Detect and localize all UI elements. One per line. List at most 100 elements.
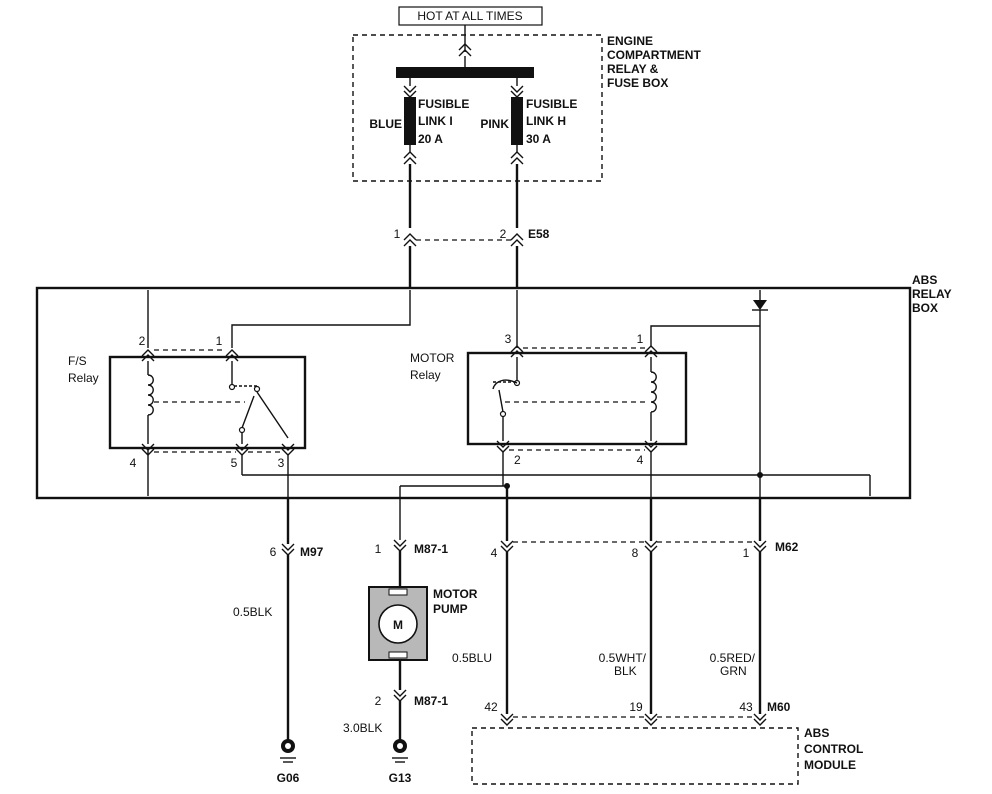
fs-pin-3: 3 (278, 456, 285, 470)
abs-module-title-3: MODULE (804, 758, 856, 772)
fs-pin-2: 2 (139, 334, 146, 348)
m87-name-bottom: M87-1 (414, 694, 448, 708)
e58-pin1-connector-icon (403, 233, 417, 247)
fusible-link-i (404, 97, 416, 145)
wire-m62-8-line2: BLK (614, 664, 637, 678)
e58-pin-2: 2 (500, 227, 507, 241)
link-i-top-connector-icon (403, 85, 417, 98)
motor-icon (378, 604, 418, 644)
e58-name: E58 (528, 227, 550, 241)
motor-relay-label-1: MOTOR (410, 351, 455, 365)
wire-m62-1-line2: GRN (720, 664, 747, 678)
fs-pin-4: 4 (130, 456, 137, 470)
wire-m62-1-line1: 0.5RED/ (710, 651, 756, 665)
motor-switch-icon (498, 389, 504, 413)
hot-at-all-times-label: HOT AT ALL TIMES (417, 9, 522, 23)
fuse-bus-bar (396, 67, 534, 78)
link-h-name-1: FUSIBLE (526, 97, 577, 111)
m87-name-top: M87-1 (414, 542, 448, 556)
wire-m62-4: 0.5BLU (452, 651, 492, 665)
m60-pin-43: 43 (739, 700, 753, 714)
link-i-name-1: FUSIBLE (418, 97, 469, 111)
motor-relay-label-2: Relay (410, 368, 441, 382)
motor-pin-3: 3 (505, 332, 512, 346)
link-i-rating: 20 A (418, 132, 443, 146)
motor-pin-4: 4 (637, 453, 644, 467)
hot-connector-icon (458, 43, 472, 57)
relay-box-title-1: ABS (912, 273, 937, 287)
fs-coil-icon (147, 374, 154, 416)
link-i-bottom-connector-icon (403, 151, 417, 165)
m97-connector-icon (281, 543, 295, 556)
fuse-box-title-2: COMPARTMENT (607, 48, 701, 62)
m87-pin-2: 2 (375, 694, 382, 708)
fuse-box-title-4: FUSE BOX (607, 76, 668, 90)
m60-pin42-connector-icon (500, 713, 514, 726)
fuse-box-title-3: RELAY & (607, 62, 659, 76)
link-h-name-2: LINK H (526, 114, 566, 128)
m97-name: M97 (300, 545, 324, 559)
m62-pin-8: 8 (632, 546, 639, 560)
fs-pin5-connector-icon (235, 443, 249, 456)
m87-pin1-connector-icon (393, 539, 407, 552)
e58-pin-1: 1 (394, 227, 401, 241)
motor-coil-icon (650, 371, 657, 413)
abs-control-module (471, 727, 799, 785)
fs-pin3-connector-icon (281, 443, 295, 456)
m60-pin43-connector-icon (753, 713, 767, 726)
motor-pin-1: 1 (637, 332, 644, 346)
abs-module-title-1: ABS (804, 726, 829, 740)
motor-pin3-connector-icon (510, 345, 524, 358)
fusible-link-h (511, 97, 523, 145)
m62-name: M62 (775, 540, 799, 554)
m60-pin-19: 19 (629, 700, 643, 714)
m62-pin-1: 1 (743, 546, 750, 560)
link-h-top-connector-icon (510, 85, 524, 98)
fs-pin2-connector-icon (141, 349, 155, 362)
motor-symbol: M (393, 618, 403, 632)
fs-pin4-connector-icon (141, 443, 155, 456)
motor-pump-label-2: PUMP (433, 602, 468, 616)
relay-box-title-3: BOX (912, 301, 938, 315)
g06-label: G06 (277, 771, 300, 785)
link-h-rating: 30 A (526, 132, 551, 146)
hot-at-all-times-box (398, 6, 543, 26)
motor-pin2-connector-icon (496, 440, 510, 453)
motor-pump-wire: 3.0BLK (343, 721, 382, 735)
fs-pin-5: 5 (231, 456, 238, 470)
wire-m62-8-line1: 0.5WHT/ (599, 651, 647, 665)
motor-pin-2: 2 (514, 453, 521, 467)
abs-module-title-2: CONTROL (804, 742, 863, 756)
g13-label: G13 (389, 771, 412, 785)
fuse-box-title-1: ENGINE (607, 34, 653, 48)
m60-pin-42: 42 (484, 700, 498, 714)
fs-relay-label-2: Relay (68, 371, 99, 385)
motor-switch-arc-icon (492, 379, 518, 390)
link-i-name-2: LINK I (418, 114, 453, 128)
m60-name: M60 (767, 700, 791, 714)
motor-pin4-connector-icon (644, 440, 658, 453)
m60-pin19-connector-icon (644, 713, 658, 726)
m97-pin: 6 (270, 545, 277, 559)
link-h-color: PINK (480, 117, 509, 131)
m62-pin8-connector-icon (644, 540, 658, 553)
motor-relay (466, 351, 688, 446)
m62-pin1-connector-icon (753, 540, 767, 553)
motor-pump-label-1: MOTOR (433, 587, 478, 601)
motor-pin1-connector-icon (644, 345, 658, 358)
link-i-color: BLUE (369, 117, 402, 131)
m62-pin4-connector-icon (500, 540, 514, 553)
m87-pin2-connector-icon (393, 689, 407, 702)
fs-relay (108, 355, 307, 450)
fs-pin1-connector-icon (225, 349, 239, 362)
fs-pin-1: 1 (216, 334, 223, 348)
m87-pin-1: 1 (375, 542, 382, 556)
fs-relay-label-1: F/S (68, 354, 87, 368)
m62-pin-4: 4 (491, 546, 498, 560)
diode-icon (753, 300, 767, 310)
fs-switch-icon (241, 395, 255, 429)
abs-relay-box-outline (35, 286, 912, 500)
m97-wire: 0.5BLK (233, 605, 272, 619)
relay-box-title-2: RELAY (912, 287, 952, 301)
